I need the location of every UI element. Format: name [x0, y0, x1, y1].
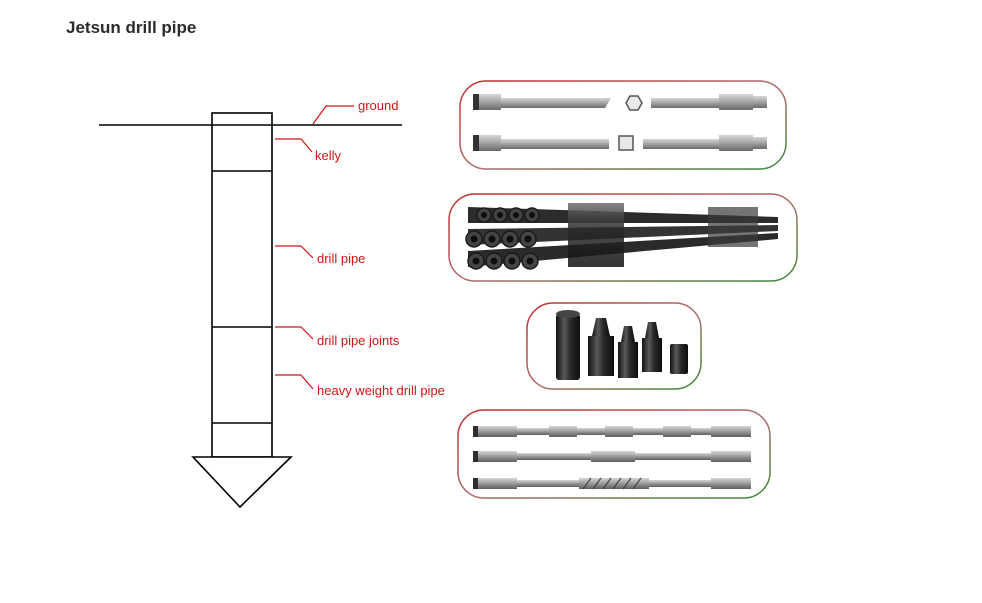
- pipe-column: [211, 112, 273, 458]
- hwdp-photo: [457, 409, 771, 499]
- drill-pipe-bundle-photo: [448, 193, 798, 282]
- drill-pipe-leader: [275, 245, 314, 259]
- ground-leader: [312, 105, 354, 125]
- square-section-icon: [618, 135, 634, 151]
- heavy-weight-drill-pipe-label: heavy weight drill pipe: [317, 383, 445, 398]
- drill-pipe-joints-label: drill pipe joints: [317, 333, 400, 348]
- joints-leader: [275, 326, 314, 340]
- kelly-photo: [459, 80, 787, 170]
- kelly-label: kelly: [315, 148, 342, 163]
- hwdp-leader: [275, 374, 314, 390]
- drill-bit: [191, 456, 293, 509]
- hexagon-section-icon: [625, 95, 643, 111]
- ground-label: ground: [358, 98, 399, 113]
- tool-joints-photo: [526, 302, 702, 390]
- drill-pipe-label: drill pipe: [317, 251, 366, 266]
- kelly-leader: [275, 138, 313, 153]
- page-title: Jetsun drill pipe: [66, 18, 197, 37]
